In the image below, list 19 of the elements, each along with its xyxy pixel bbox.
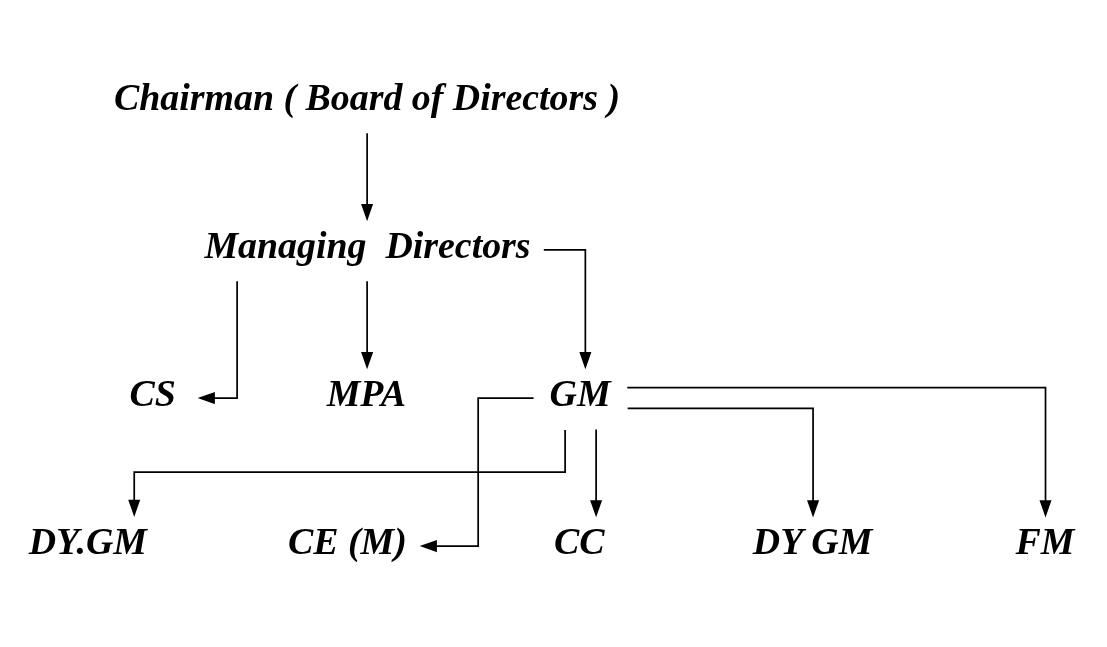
- arrow: [419, 396, 535, 552]
- arrow: [128, 428, 566, 517]
- node-text: FM: [1015, 519, 1075, 562]
- arrow: [361, 131, 374, 221]
- node-text: CE (M): [287, 519, 407, 562]
- node-text: Chairman ( Board of Directors ): [114, 75, 621, 118]
- node-text: GM: [549, 371, 611, 414]
- arrow: [197, 280, 238, 404]
- arrow: [626, 407, 820, 517]
- node-text: Managing Directors: [204, 223, 531, 266]
- arrow: [590, 428, 603, 517]
- node-text: CC: [553, 519, 605, 562]
- arrow: [361, 280, 374, 369]
- node-text: DY GM: [752, 519, 873, 562]
- arrow: [626, 386, 1052, 517]
- node-text: MPA: [326, 371, 406, 414]
- node-text: DY.GM: [28, 519, 147, 562]
- node-text: CS: [129, 371, 176, 414]
- arrow: [542, 248, 592, 369]
